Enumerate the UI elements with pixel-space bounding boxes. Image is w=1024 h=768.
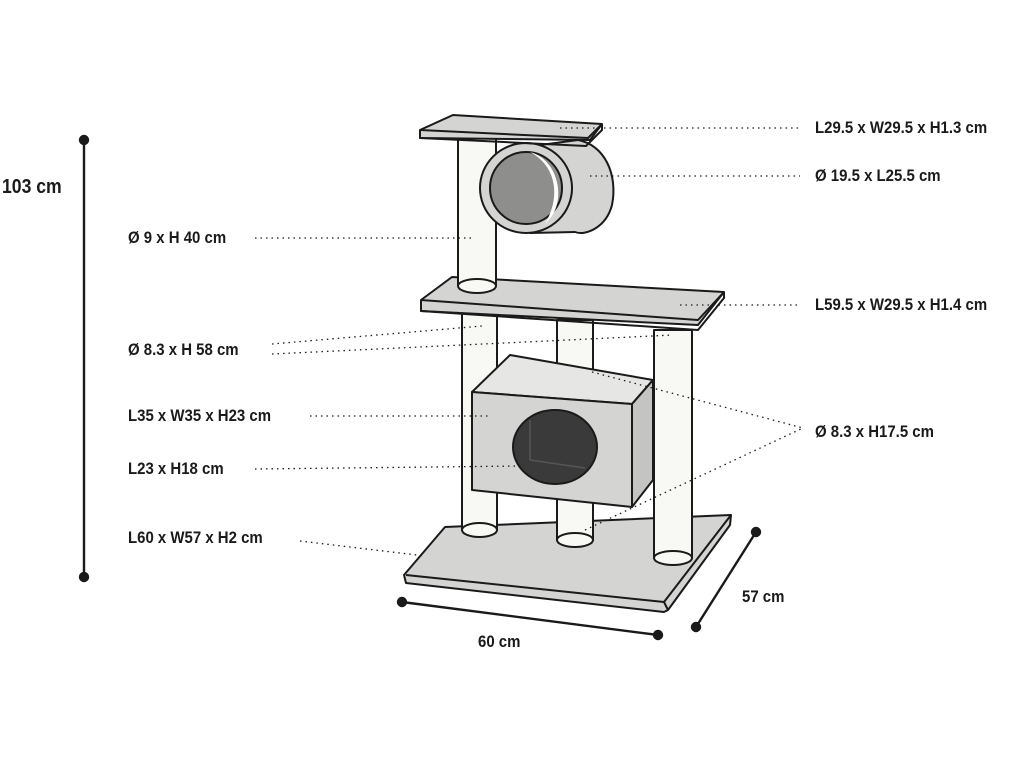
house-opening-label: L23 x H18 cm (128, 459, 224, 478)
base-label: L60 x W57 x H2 cm (128, 528, 263, 547)
base-depth-label: 57 cm (742, 587, 785, 606)
cat-house (471, 354, 654, 508)
width-dimension-line (396, 596, 664, 641)
post-front-right (653, 329, 693, 566)
tube (479, 139, 615, 234)
height-dimension-line (78, 134, 90, 583)
house-opening (512, 409, 598, 485)
overall-height-label: 103 cm (2, 176, 62, 198)
top-post-label: Ø 9 x H 40 cm (128, 228, 227, 247)
house-label: L35 x W35 x H23 cm (128, 406, 272, 425)
base-width-label: 60 cm (478, 632, 521, 651)
depth-dimension-line (690, 526, 762, 633)
middle-platform (420, 276, 725, 331)
middle-posts-label: Ø 8.3 x H 58 cm (128, 340, 239, 359)
top-platform-label: L29.5 x W29.5 x H1.3 cm (815, 118, 988, 137)
middle-platform-label: L59.5 x W29.5 x H1.4 cm (815, 295, 988, 314)
leader-lines (254, 127, 804, 557)
lower-posts-label: Ø 8.3 x H17.5 cm (815, 422, 934, 441)
tube-label: Ø 19.5 x L25.5 cm (815, 166, 941, 185)
top-platform (419, 114, 603, 147)
